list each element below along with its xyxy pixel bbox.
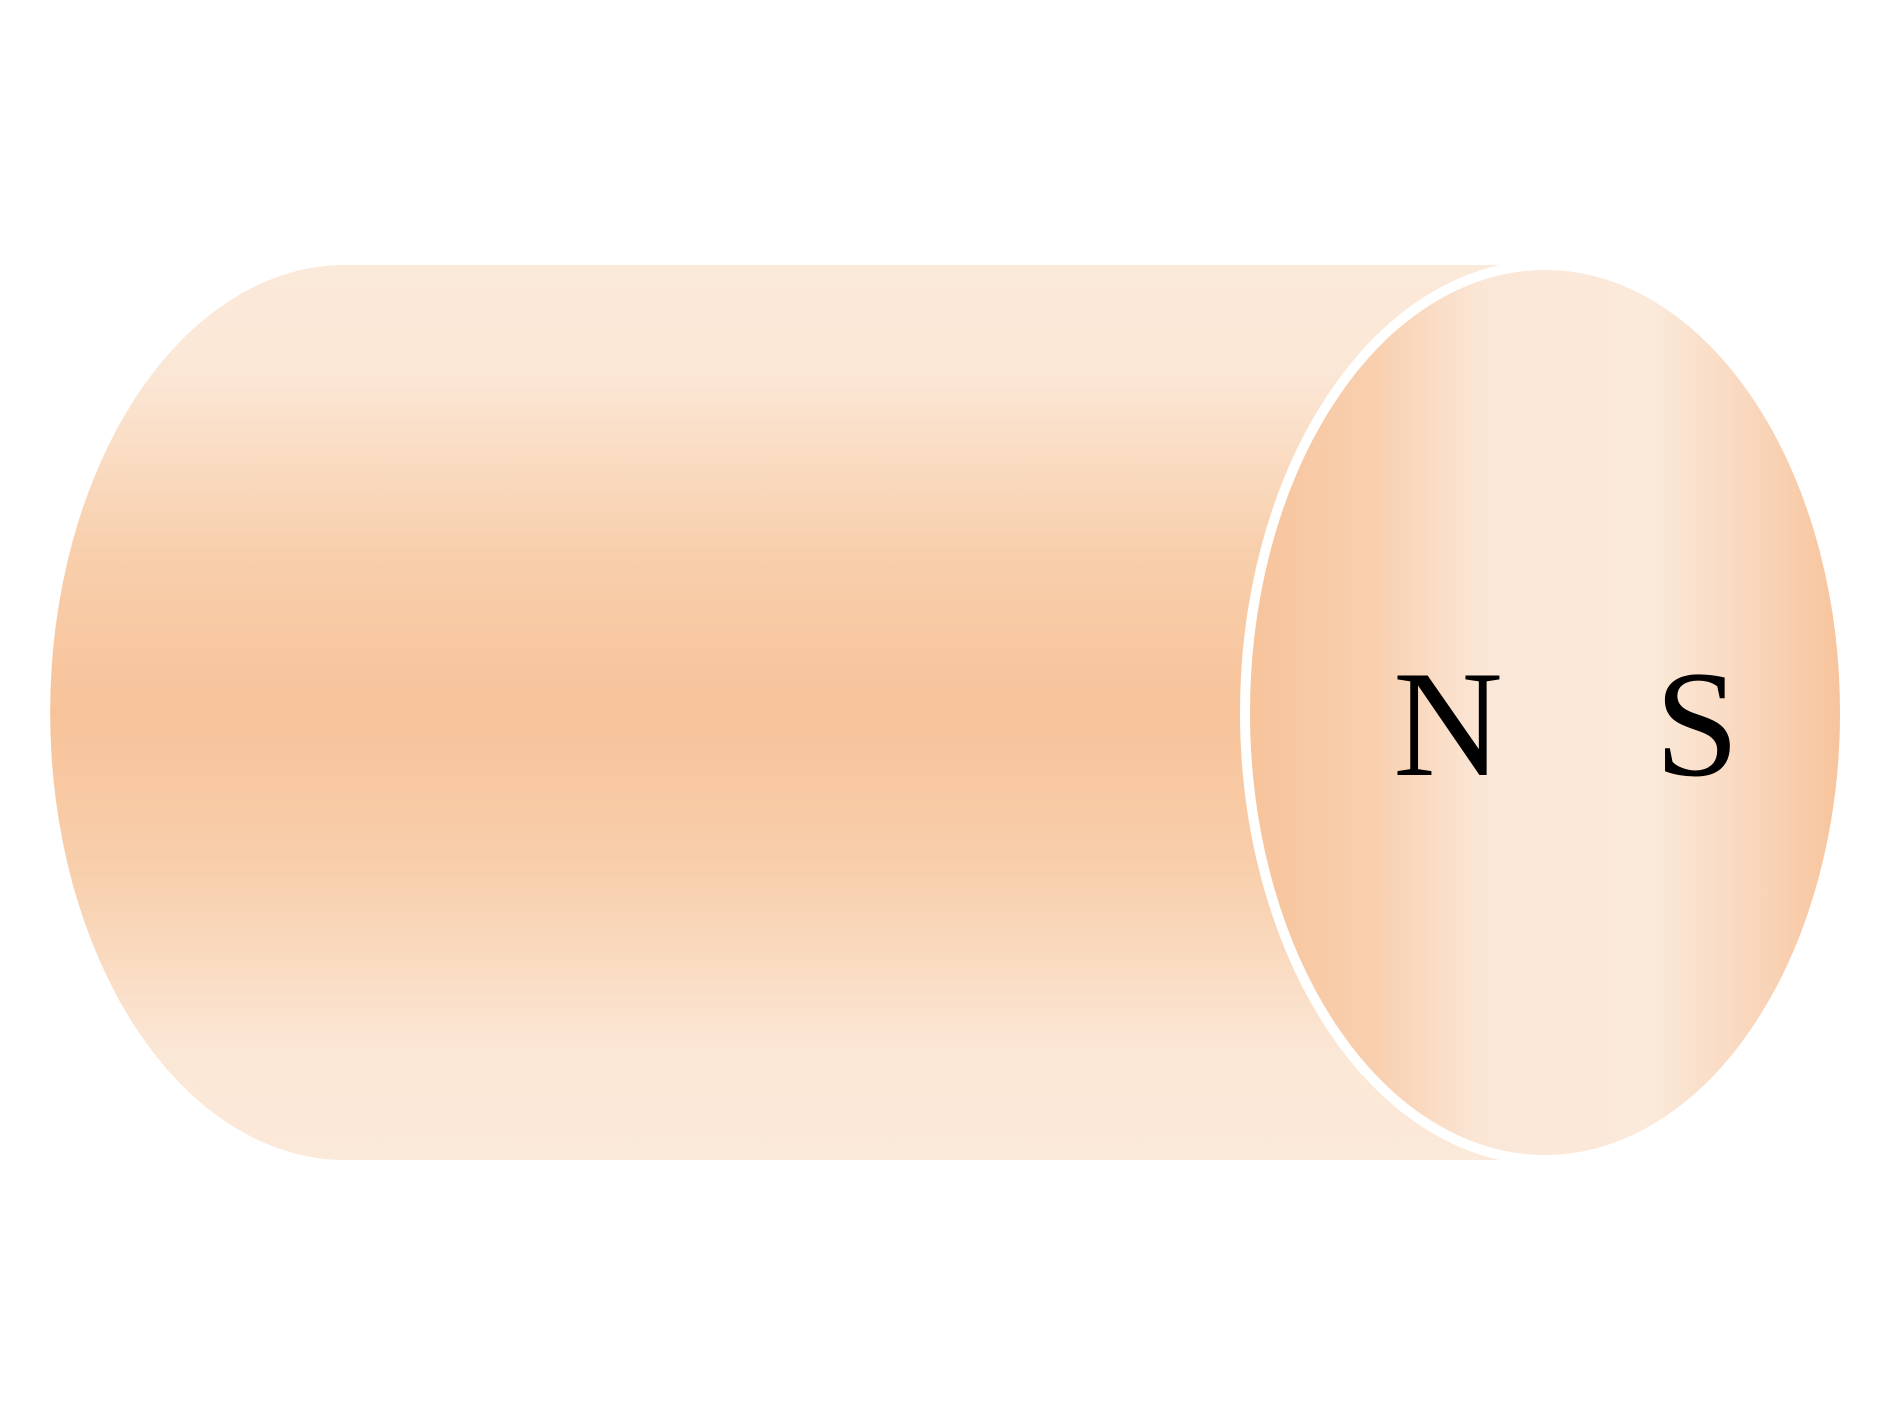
north-pole-label: N [1393,640,1503,808]
south-pole-label: S [1655,640,1740,808]
magnet-cylinder-body [50,265,1545,1160]
magnet-end-face [1240,260,1850,1165]
